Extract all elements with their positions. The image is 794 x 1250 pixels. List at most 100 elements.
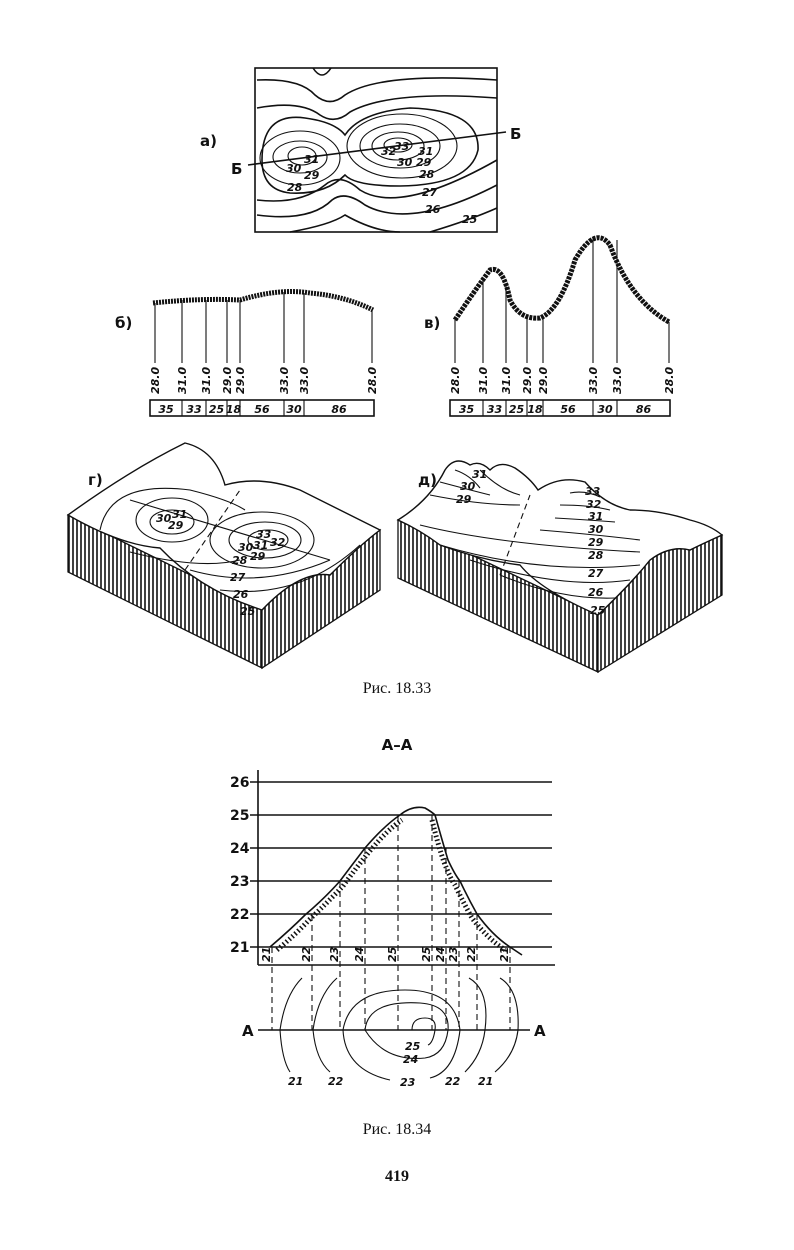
strip-label: 21 [260,947,273,962]
distance-label: 25 [209,403,225,416]
contour-label: 31 [588,510,603,523]
distance-label: 25 [509,403,525,416]
y-tick-label: 23 [230,874,249,890]
contour-label: 25 [590,604,606,617]
strip-label: 22 [465,946,478,962]
contour-label: 25 [405,1040,421,1053]
contour-label: 30 [286,162,302,175]
strip-label: 21 [498,947,511,962]
contour-label: 33 [394,140,410,153]
contour-label: 32 [381,145,397,158]
distance-label: 56 [254,403,270,416]
contour-label: 25 [462,213,478,226]
figure-18-33-caption: Рис. 18.33 [363,680,432,697]
contour-label: 29 [250,550,266,563]
contour-label: 31 [253,539,268,552]
distance-label: 18 [226,403,242,416]
elevation-label: 28.0 [449,367,462,394]
contour-label: 32 [586,498,602,511]
distance-label: 30 [597,403,613,416]
contour-label: 30 [397,156,413,169]
section-a-right-label: А [534,1022,546,1040]
strip-label: 25 [420,946,433,962]
elevation-label: 28.0 [149,367,162,394]
section-b-right-label: Б [510,125,521,143]
contour-label: 33 [585,485,601,498]
contour-label: 28 [588,549,604,562]
distance-label: 86 [636,403,652,416]
contour-label: 26 [233,588,249,601]
strip-label: 25 [386,946,399,962]
contour-label: 32 [270,536,286,549]
elevation-label: 31.0 [200,367,213,394]
contour-label: 26 [588,586,604,599]
panel-b-label: б) [115,314,132,332]
contour-label: 24 [403,1053,418,1066]
contour-label: 31 [172,508,187,521]
contour-label: 29 [168,519,184,532]
distance-label: 86 [331,403,347,416]
contour-label: 29 [456,493,472,506]
distance-label: 33 [186,403,202,416]
y-tick-label: 24 [230,841,250,857]
contour-label: 29 [588,536,604,549]
contour-label: 30 [588,523,604,536]
contour-label: 25 [240,605,256,618]
contour-label: 30 [460,480,476,493]
contour-label: 30 [156,512,172,525]
strip-label: 24 [353,947,366,962]
elevation-label: 31.0 [176,367,189,394]
distance-label: 30 [286,403,302,416]
contour-label: 21 [478,1075,493,1088]
section-title: А–А [382,736,413,754]
panel-a-label: а) [200,132,217,150]
figure-18-34-caption: Рис. 18.34 [363,1121,432,1138]
elevation-label: 29.0 [234,367,247,394]
section-b-left-label: Б [231,160,242,178]
distance-label: 35 [158,403,174,416]
strip-label: 22 [300,946,313,962]
panel-a-contour-map: а) Б Б 25 26 27 28 29 30 31 32 33 28 [200,67,521,233]
panel-d-block-diagram: д) 31 30 29 33 32 31 30 29 28 27 26 25 [396,460,724,674]
elevation-label: 33.0 [278,367,291,394]
y-tick-label: 21 [230,940,249,956]
contour-label: 28 [419,168,435,181]
distance-label: 18 [527,403,543,416]
contour-label: 26 [425,203,441,216]
panel-d-label: д) [418,471,437,489]
elevation-label: 33.0 [611,367,624,394]
elevation-label: 29.0 [537,367,550,394]
panel-g-label: г) [88,471,103,489]
contour-label: 29 [416,156,432,169]
elevation-label: 33.0 [298,367,311,394]
elevation-label: 29.0 [221,367,234,394]
contour-label: 29 [304,169,320,182]
elevation-label: 28.0 [663,367,676,394]
distance-label: 56 [560,403,576,416]
contour-label: 33 [256,528,272,541]
elevation-label: 29.0 [521,367,534,394]
y-tick-label: 26 [230,775,249,791]
contour-label: 22 [445,1075,461,1088]
contour-label: 27 [230,571,246,584]
section-a-left-label: А [242,1022,254,1040]
elevation-label: 33.0 [587,367,600,394]
y-tick-label: 25 [230,808,249,824]
contour-label: 22 [328,1075,344,1088]
elevation-label: 28.0 [366,367,379,394]
contour-label: 28 [232,554,248,567]
elevation-label: 31.0 [500,367,513,394]
elevation-label: 31.0 [477,367,490,394]
strip-label: 23 [447,946,460,962]
distance-label: 35 [459,403,475,416]
panel-v-label: в) [424,314,440,332]
contour-label: 27 [422,186,438,199]
contour-label: 27 [588,567,604,580]
contour-label: 31 [418,145,433,158]
contour-label: 31 [472,468,487,481]
distance-label: 33 [487,403,503,416]
page-number: 419 [385,1168,409,1185]
